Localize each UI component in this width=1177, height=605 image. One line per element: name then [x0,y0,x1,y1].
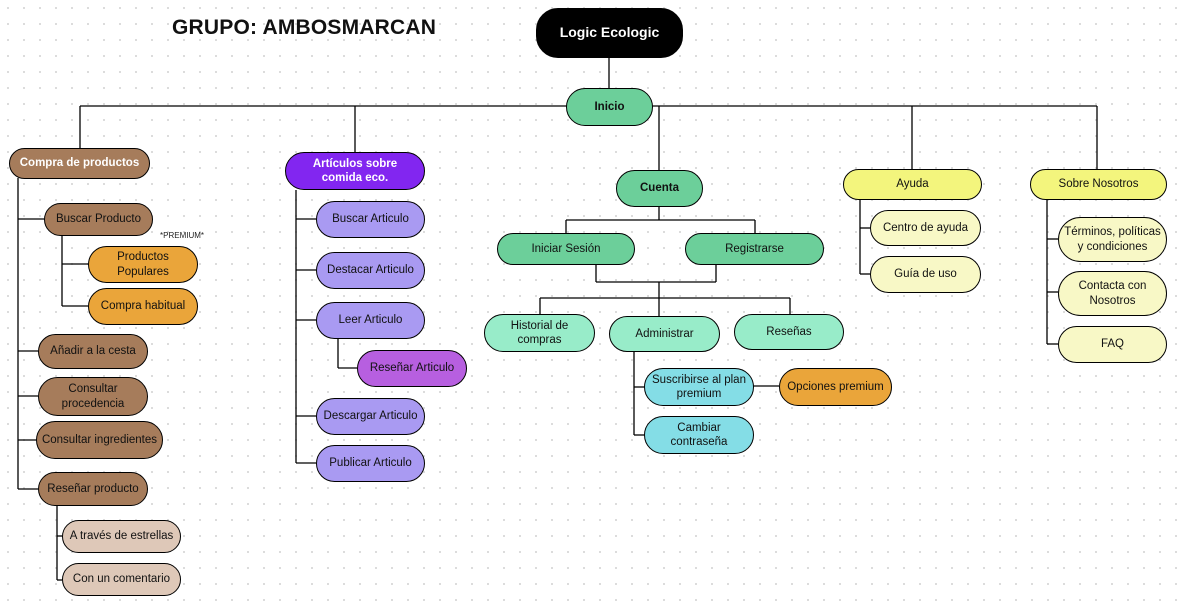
node-compra-habitual[interactable]: Compra habitual [88,288,198,325]
node-resenar-articulo[interactable]: Reseñar Articulo [357,350,467,387]
node-productos-populares[interactable]: Productos Populares [88,246,198,283]
node-compra-de-productos[interactable]: Compra de productos [9,148,150,179]
node-ayuda[interactable]: Ayuda [843,169,982,200]
node-guia-de-uso[interactable]: Guía de uso [870,256,981,293]
node-inicio[interactable]: Inicio [566,88,653,126]
node-cambiar-contrasena[interactable]: Cambiar contraseña [644,416,754,454]
node-sobre-nosotros[interactable]: Sobre Nosotros [1030,169,1167,200]
node-consultar-procedencia[interactable]: Consultar procedencia [38,377,148,416]
node-a-traves-de-estrellas[interactable]: A través de estrellas [62,520,181,553]
node-suscribirse-plan-premium[interactable]: Suscribirse al plan premium [644,368,754,406]
node-cuenta[interactable]: Cuenta [616,170,703,207]
node-buscar-producto[interactable]: Buscar Producto [44,203,153,236]
node-resenar-producto[interactable]: Reseñar producto [38,472,148,506]
node-descargar-articulo[interactable]: Descargar Articulo [316,398,425,435]
node-articulos-sobre-comida-eco[interactable]: Artículos sobre comida eco. [285,152,425,190]
node-terminos-politicas-condiciones[interactable]: Términos, políticas y condiciones [1058,217,1167,262]
node-publicar-articulo[interactable]: Publicar Articulo [316,445,425,482]
node-con-un-comentario[interactable]: Con un comentario [62,563,181,596]
node-logic-ecologic[interactable]: Logic Ecologic [536,8,683,58]
node-buscar-articulo[interactable]: Buscar Articulo [316,201,425,238]
node-contacta-con-nosotros[interactable]: Contacta con Nosotros [1058,271,1167,316]
premium-note: *PREMIUM* [160,231,205,240]
group-title: GRUPO: AMBOSMARCAN [172,16,437,39]
node-consultar-ingredientes[interactable]: Consultar ingredientes [36,421,163,459]
node-leer-articulo[interactable]: Leer Articulo [316,302,425,339]
node-historial-de-compras[interactable]: Historial de compras [484,314,595,352]
node-registrarse[interactable]: Registrarse [685,233,824,265]
node-faq[interactable]: FAQ [1058,326,1167,363]
node-resenas[interactable]: Reseñas [734,314,844,350]
node-opciones-premium[interactable]: Opciones premium [779,368,892,406]
node-administrar[interactable]: Administrar [609,316,720,352]
node-anadir-cesta[interactable]: Añadir a la cesta [38,334,148,369]
node-centro-de-ayuda[interactable]: Centro de ayuda [870,210,981,246]
node-iniciar-sesion[interactable]: Iniciar Sesión [497,233,635,265]
node-destacar-articulo[interactable]: Destacar Articulo [316,252,425,289]
